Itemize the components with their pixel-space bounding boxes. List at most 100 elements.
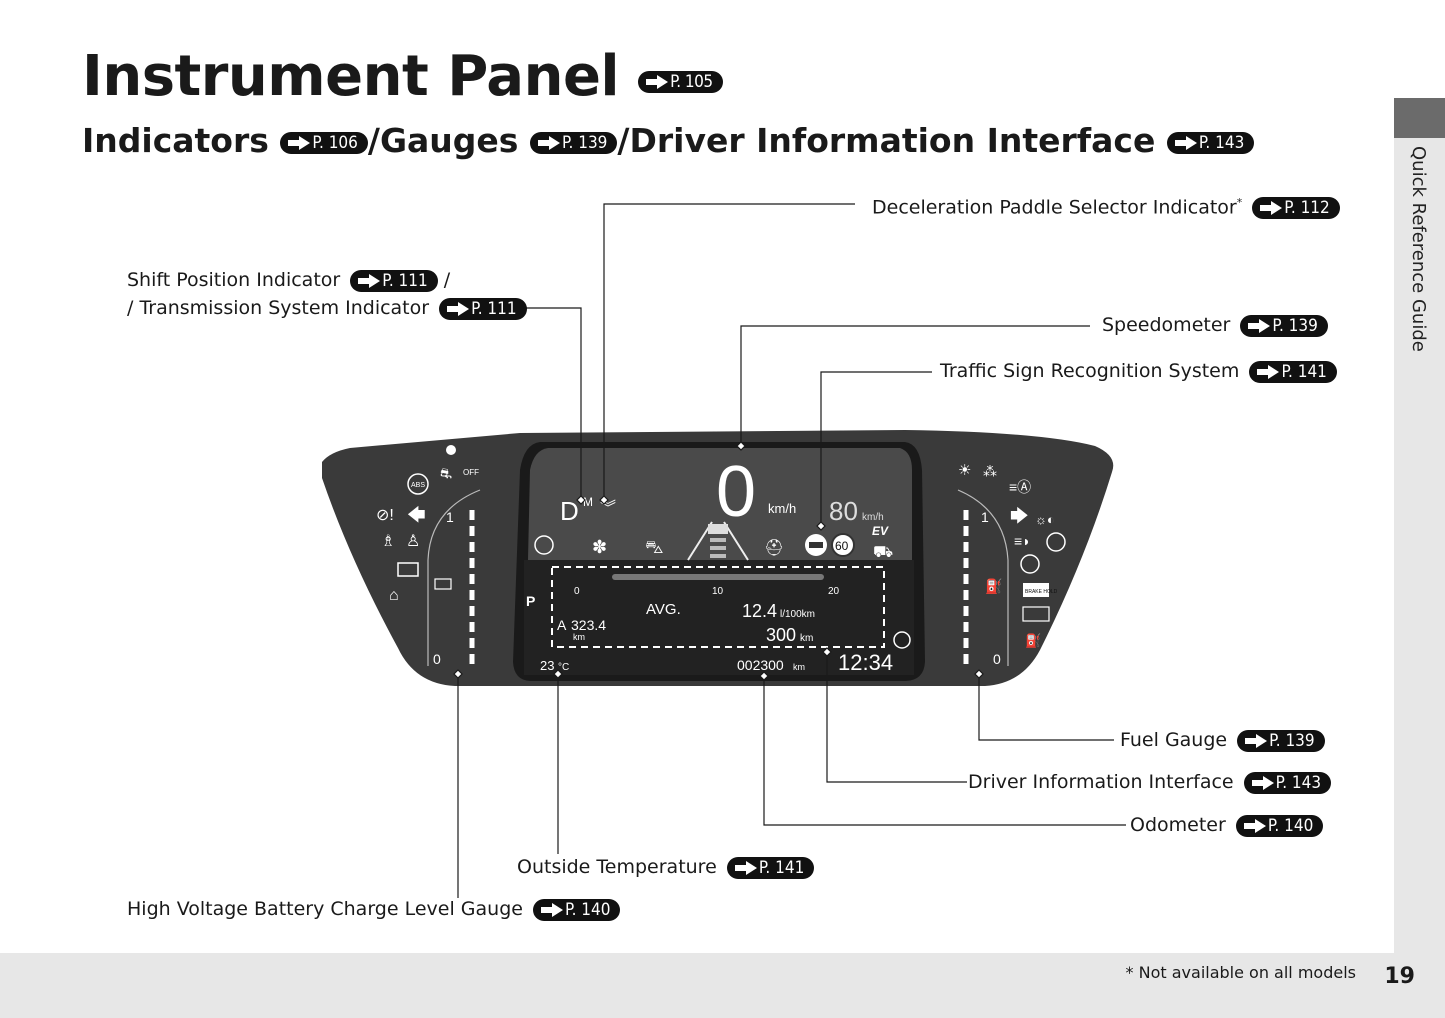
leader-lines [457,203,1126,898]
vsa-icon: ⛐ [440,465,452,481]
leader-markers [453,441,984,681]
arrow-right-icon [1245,733,1268,748]
page-ref-link[interactable]: P. 140 [533,898,621,921]
label-odometer: Odometer P. 140 [1130,812,1324,838]
label-speedometer: Speedometer P. 139 [1102,312,1328,338]
heading-dii: /Driver Information Interface [617,121,1156,160]
page-ref-link[interactable]: P. 140 [1235,814,1324,837]
page-number: 19 [1384,964,1415,989]
parking-sensor-icon: P [526,593,535,609]
acc-icon: ⛑ [764,539,784,557]
arrow-right-icon [537,136,560,150]
arrow-right-icon [541,902,563,917]
lead-car-icon [708,524,728,534]
trip-unit: km [573,632,585,642]
page-footer: * Not available on all models 19 [0,953,1445,1018]
right-gauge-arc [957,489,1009,666]
label-hv-battery-gauge: High Voltage Battery Charge Level Gauge … [127,896,621,922]
page-ref-link[interactable]: P. 141 [726,856,815,879]
scale-label-20: 20 [828,586,840,597]
screen-upper [528,448,912,560]
arrow-right-icon [734,860,757,875]
fog-light-icon: ⁂ [983,463,997,479]
arrow-right-icon [288,136,311,150]
page-title-text: Instrument Panel [82,44,620,109]
ev-indicator: EV [872,524,889,538]
speed-limit-sign-icon [831,533,855,557]
scale-label-0: 0 [574,586,580,597]
limit-speed: 80 [829,496,858,526]
gear-mode: M [583,495,593,509]
smart-entry-icon [534,535,554,555]
range-value: 300 [766,625,796,645]
range-unit: km [800,633,813,644]
seatbelt-icon: ♙ [406,533,420,550]
page-title: Instrument Panel P. 105 [82,44,723,110]
section-heading: Indicators P. 106/Gauges P. 139/Driver I… [82,120,1255,162]
page-ref-link[interactable]: P. 111 [350,269,438,292]
page-ref-link[interactable]: P. 143 [1166,132,1255,154]
limit-unit: km/h [862,512,884,523]
auto-brake-hold-icon [1022,606,1050,622]
avg-label: AVG. [646,601,681,618]
headlight-icon: ☀ [958,462,971,479]
label-transmission-system: / Transmission System Indicator P. 111 [127,295,527,321]
srs-airbag-icon: ♗ [381,533,395,550]
arrow-right-icon [1251,775,1274,790]
eps-icon: ⊘! [376,507,394,524]
auto-highbeam-icon: ≡Ⓐ [1009,479,1031,495]
page-ref-link[interactable]: P. 105 [638,71,723,93]
high-beam-icon: ≡◗ [1014,533,1031,549]
side-tab-label: Quick Reference Guide [1408,146,1429,352]
page-ref-link[interactable]: P. 143 [1243,771,1332,794]
brake-hold-icon [1023,583,1049,597]
heading-gauges: /Gauges [367,121,519,160]
sign-value: 60 [835,539,849,553]
arrow-right-icon [1257,364,1280,379]
left-gauge-arc [427,489,481,666]
label-decel-paddle: Deceleration Paddle Selector Indicator* … [872,190,1340,220]
label-fuel-gauge: Fuel Gauge P. 139 [1120,727,1325,753]
lights-on-icon: ☼◐ [1035,512,1055,527]
brake-system-icon [1046,532,1066,552]
page-ref-link[interactable]: P. 112 [1252,196,1340,219]
label-traffic-sign: Traffic Sign Recognition System P. 141 [940,358,1337,384]
indicator-light-icon [446,445,456,455]
page-ref-link[interactable]: P. 106 [280,132,368,154]
side-tab: Quick Reference Guide [1394,98,1445,953]
side-tab-marker [1394,98,1445,138]
car-distance-icon: ⛟ [873,544,893,561]
hv-gauge-min: 0 [433,651,441,667]
gear-indicator: D [560,496,579,526]
scale-label-10: 10 [712,586,724,597]
hv-gauge-max: 1 [446,509,454,525]
page-ref-link[interactable]: P. 111 [439,297,527,320]
dii-box [551,566,885,648]
fuel-gauge-max: 1 [981,509,989,525]
arrow-right-icon [1174,136,1197,150]
odometer-unit: km [793,662,805,672]
low-fuel-icon: ⛽ [985,578,1002,595]
trip-letter: A [557,617,567,633]
arrow-right-icon [358,273,381,288]
clock: 12:34 [838,650,893,675]
turn-right-icon: 🡆 [1010,506,1029,526]
speed-unit: km/h [768,501,796,516]
page-ref-link[interactable]: P. 139 [1237,729,1325,752]
page-ref-link[interactable]: P. 139 [529,132,618,154]
check-engine-icon: ⌂ [389,587,399,604]
arrow-right-icon [1260,200,1283,215]
fuel-gauge-min: 0 [993,651,1001,667]
odometer-value: 002300 [737,657,784,673]
turn-left-icon: 🡄 [407,505,426,525]
label-shift-position: Shift Position Indicator P. 111 / [127,269,451,292]
svg-text:ABS: ABS [411,482,425,489]
hv-battery-icon [434,578,452,590]
low-tire-icon [1020,554,1040,574]
fuel-pump-icon: ⛽ [1025,633,1041,648]
page-ref-link[interactable]: P. 139 [1240,314,1328,337]
heading-indicators: Indicators [82,121,269,160]
speed-value: 0 [716,452,756,532]
page-ref-link[interactable]: P. 141 [1249,360,1337,383]
